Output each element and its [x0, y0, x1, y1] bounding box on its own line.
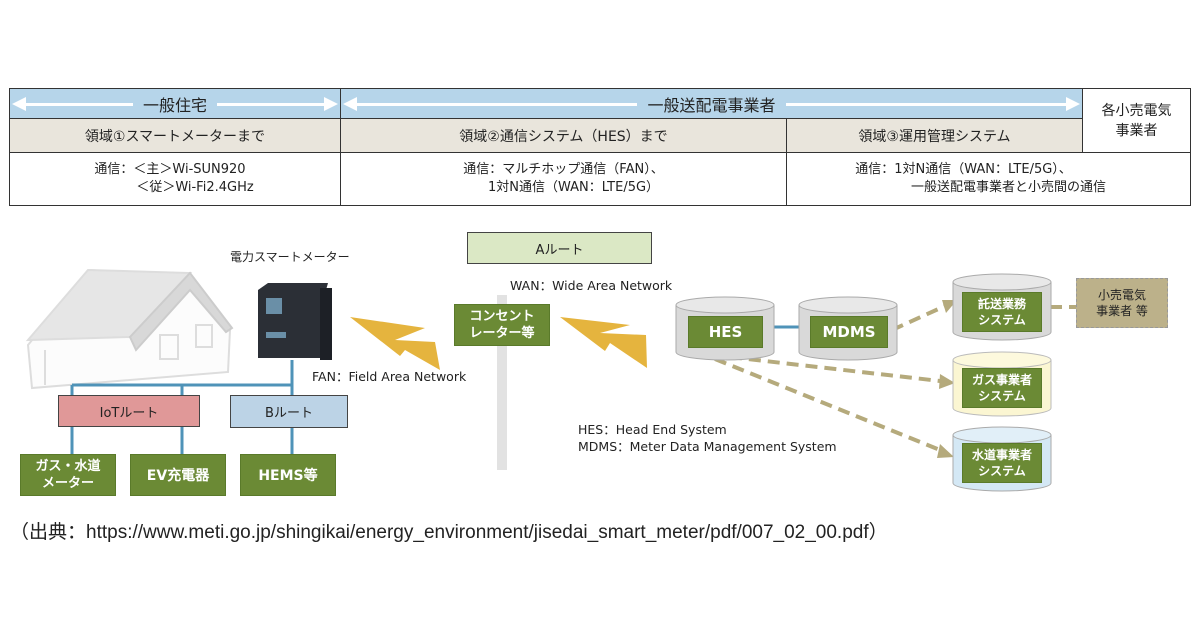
- lightning-icon: [350, 317, 440, 370]
- retailers-box: 小売電気 事業者 等: [1076, 278, 1168, 328]
- arrow-head: [937, 444, 954, 458]
- dashed-arrows: [714, 304, 1076, 452]
- comm2: 通信：マルチホップ通信（FAN）、 1対N通信（WAN：LTE/5G）: [341, 153, 787, 205]
- domain3-label: 領域③運用管理システム: [787, 119, 1083, 153]
- comm2-line1: 通信：マルチホップ通信（FAN）、: [463, 162, 664, 177]
- header-home-label: 一般住宅: [132, 91, 217, 116]
- arrow-head: [939, 374, 955, 389]
- arrow-right-icon: [1066, 97, 1080, 111]
- header-td-label: 一般送配電事業者: [637, 91, 786, 116]
- header-retail: 各小売電気 事業者: [1083, 89, 1190, 153]
- comm1-line1: 通信：＜主＞Wi-SUN920: [94, 162, 246, 177]
- pole: [497, 295, 507, 470]
- ev-charger-box: EV充電器: [130, 454, 226, 496]
- smart-meter-label: 電力スマートメーター: [230, 250, 350, 264]
- header-td: 一般送配電事業者: [341, 89, 1083, 119]
- house-icon: [25, 268, 234, 390]
- lightning-icon: [560, 317, 647, 368]
- domain-table: 一般住宅 一般送配電事業者 各小売電気 事業者 領域①スマートメーターまで 領域…: [9, 88, 1191, 206]
- domain2-label: 領域②通信システム（HES）まで: [341, 119, 787, 153]
- comm1-line2: ＜従＞Wi-Fi2.4GHz: [136, 180, 254, 195]
- wheeling-system-box: 託送業務 システム: [962, 292, 1042, 332]
- arrow-right-icon: [324, 97, 338, 111]
- water-system-box: 水道事業者 システム: [962, 443, 1042, 483]
- home-wiring: [70, 325, 800, 455]
- gas-system-box: ガス事業者 システム: [962, 368, 1042, 408]
- arrow-left-icon: [12, 97, 26, 111]
- comm2-line2: 1対N通信（WAN：LTE/5G）: [487, 180, 660, 195]
- concentrator-box: コンセント レーター等: [454, 304, 550, 346]
- source-citation: （出典：https://www.meti.go.jp/shingikai/ene…: [10, 522, 888, 543]
- hems-box: HEMS等: [240, 454, 336, 496]
- comm1: 通信：＜主＞Wi-SUN920 ＜従＞Wi-Fi2.4GHz: [10, 153, 341, 205]
- mdms-box: MDMS: [810, 316, 888, 348]
- arrow-left-icon: [343, 97, 357, 111]
- header-home: 一般住宅: [10, 89, 341, 119]
- gas-water-meter-box: ガス・水道 メーター: [20, 454, 116, 496]
- hes-legend: HES：Head End System: [578, 422, 727, 437]
- comm3-line2: 一般送配電事業者と小売間の通信: [910, 180, 1106, 195]
- domain1-label: 領域①スマートメーターまで: [10, 119, 341, 153]
- iot-route-box: IoTルート: [58, 395, 200, 427]
- a-route-box: Aルート: [467, 232, 652, 264]
- hes-box: HES: [688, 316, 763, 348]
- wan-label: WAN：Wide Area Network: [510, 278, 673, 293]
- fan-label: FAN：Field Area Network: [312, 369, 467, 384]
- comm3: 通信：1対N通信（WAN：LTE/5G）、 一般送配電事業者と小売間の通信: [787, 153, 1190, 205]
- smart-meter-icon: [258, 283, 332, 360]
- b-route-box: Bルート: [230, 395, 348, 428]
- comm3-line1: 通信：1対N通信（WAN：LTE/5G）、: [855, 162, 1072, 177]
- mdms-legend: MDMS：Meter Data Management System: [578, 439, 837, 454]
